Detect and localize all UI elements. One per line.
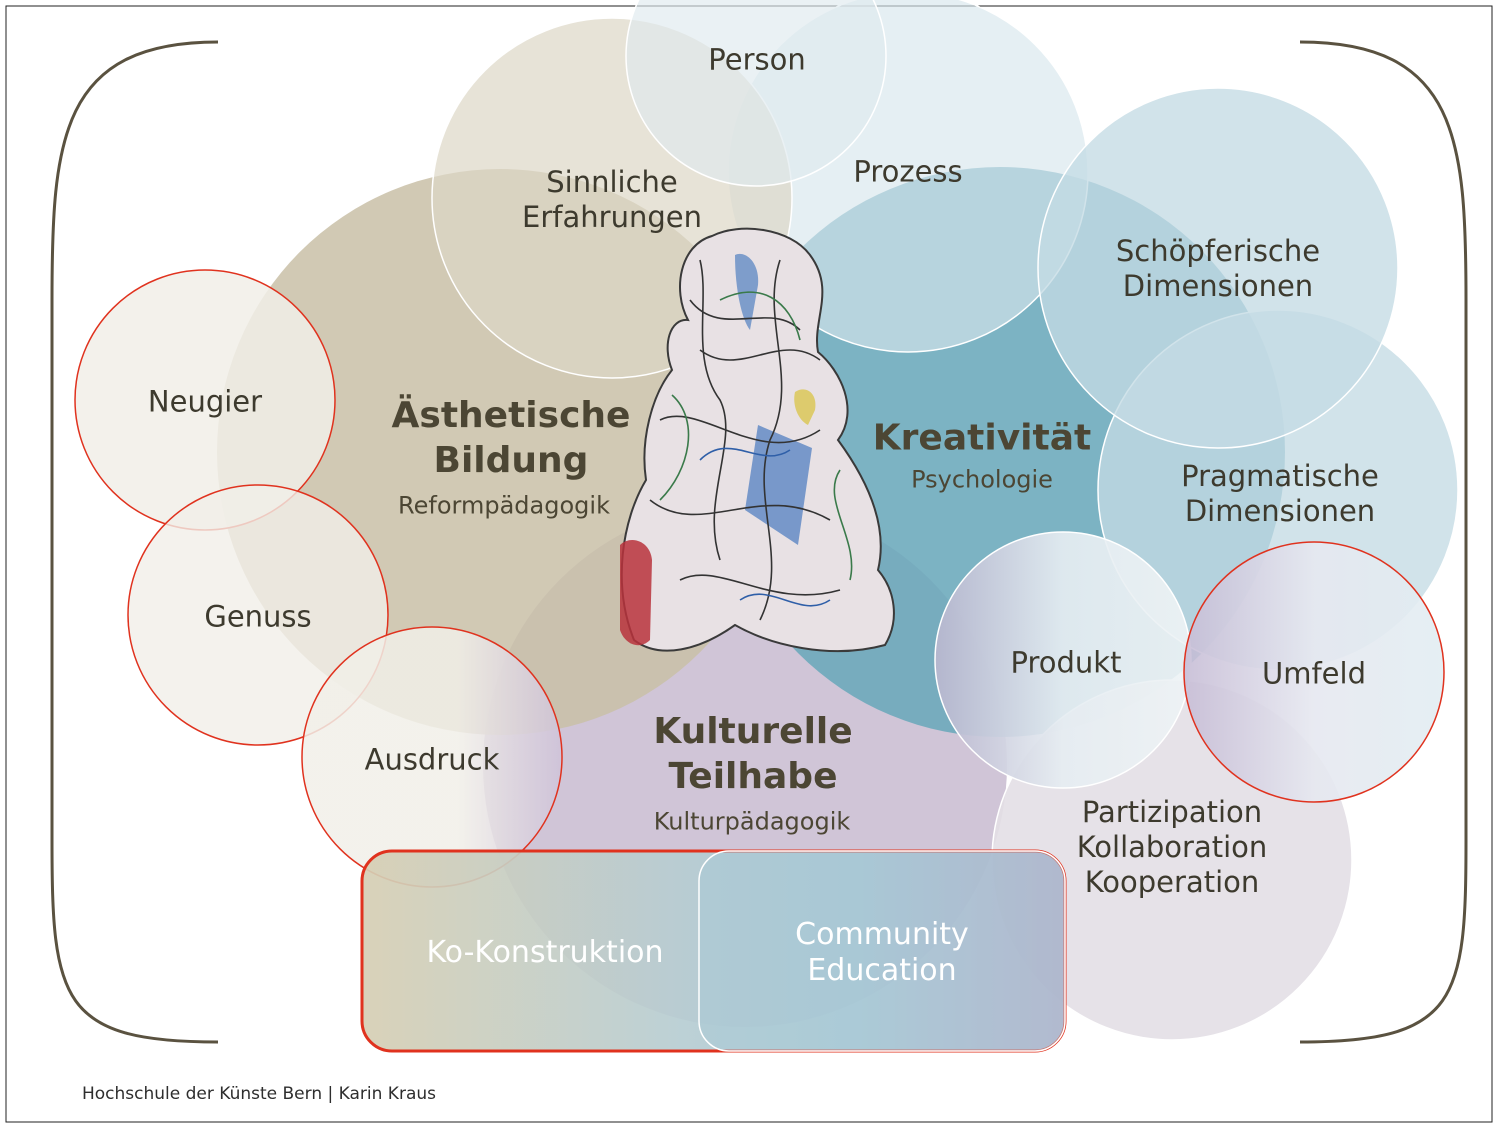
label-umfeld: Umfeld bbox=[1262, 656, 1366, 691]
label-genuss: Genuss bbox=[204, 599, 312, 634]
label-neugier: Neugier bbox=[147, 384, 263, 419]
title-kreativitaet: Kreativität bbox=[872, 417, 1092, 459]
circle-person bbox=[625, 0, 887, 187]
subtitle-psychologie: Psychologie bbox=[911, 465, 1053, 494]
circle-schoepferische-dimensionen bbox=[1037, 87, 1399, 449]
footer-credit: Hochschule der Künste Bern | Karin Kraus bbox=[82, 1084, 436, 1104]
child-figure-illustration bbox=[620, 227, 895, 653]
label-produkt: Produkt bbox=[1010, 645, 1122, 680]
community-education-box bbox=[698, 850, 1066, 1052]
left-bracket bbox=[50, 40, 219, 1044]
subtitle-kulturpaedagogik: Kulturpädagogik bbox=[653, 807, 851, 836]
right-bracket bbox=[1299, 40, 1468, 1044]
circle-umfeld bbox=[1183, 541, 1445, 803]
label-person: Person bbox=[708, 42, 806, 77]
label-ausdruck: Ausdruck bbox=[364, 742, 500, 777]
subtitle-reformpaedagogik: Reformpädagogik bbox=[398, 491, 610, 520]
label-prozess: Prozess bbox=[853, 154, 963, 189]
label-ko-konstruktion: Ko-Konstruktion bbox=[426, 935, 664, 970]
circle-genuss bbox=[127, 484, 389, 746]
